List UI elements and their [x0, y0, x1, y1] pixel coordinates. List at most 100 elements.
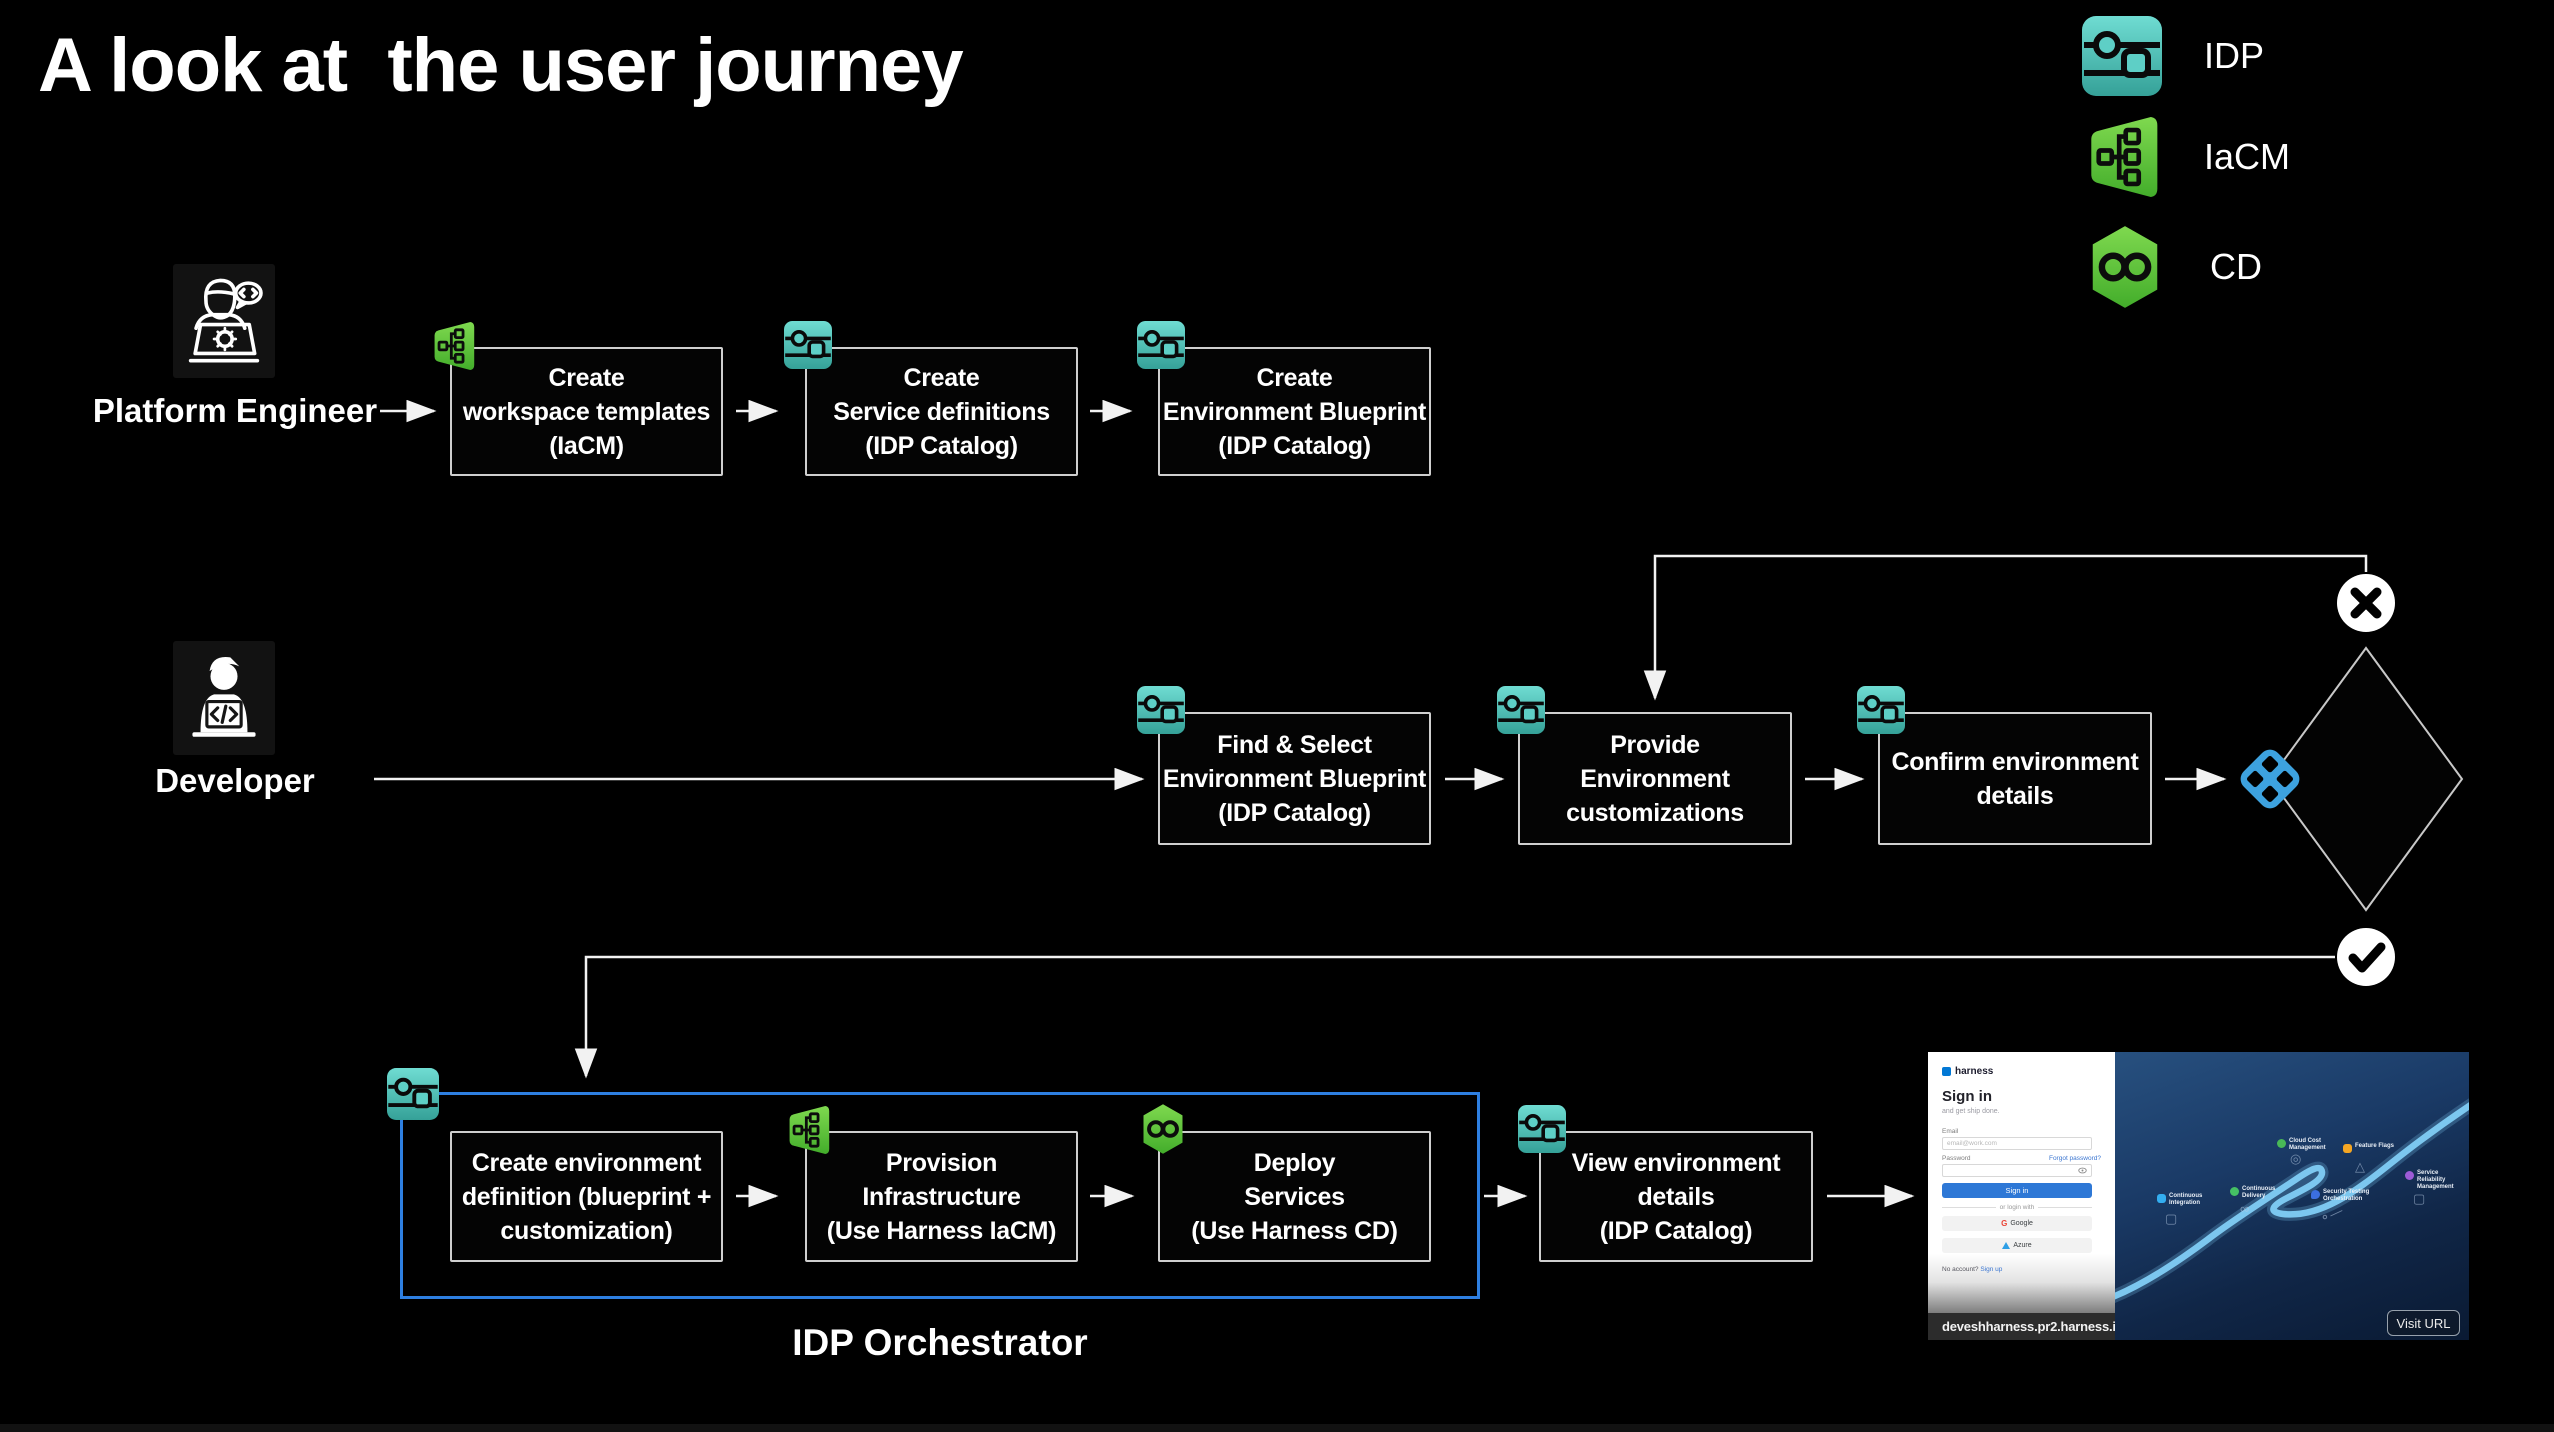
box-line: (IDP Catalog): [1218, 798, 1371, 827]
flow-box-create-workspace-templates: Create workspace templates (IaCM): [450, 347, 723, 476]
legend-label-idp: IDP: [2204, 35, 2265, 76]
signup-link[interactable]: Sign up: [1980, 1266, 2003, 1273]
idp-icon: [2082, 16, 2162, 96]
box-line: (IDP Catalog): [1599, 1216, 1753, 1245]
idp-icon: [1497, 686, 1545, 734]
flow-box-provide-customizations: Provide Environment customizations: [1518, 712, 1792, 845]
feature-cloud-cost-management: Cloud Cost Management: [2277, 1138, 2337, 1152]
email-label: Email: [1942, 1128, 1959, 1135]
feature-label: Service Reliability Management: [2417, 1170, 2454, 1190]
harness-logo-icon: [1942, 1067, 1951, 1076]
developer-label: Developer: [155, 762, 315, 799]
cd-dot-icon: [2230, 1187, 2239, 1196]
box-line: Create: [1256, 363, 1333, 392]
box-line: customizations: [1566, 798, 1744, 827]
email-field[interactable]: email@work.com: [1942, 1137, 2092, 1150]
harness-journey-panel: Continuous Integration ▢ Continuous Deli…: [2115, 1052, 2469, 1340]
box-line: Services: [1244, 1182, 1345, 1211]
box-line: (Use Harness IaCM): [826, 1216, 1057, 1245]
signin-subheading: and get ship done.: [1942, 1108, 2000, 1115]
azure-login-button[interactable]: Azure: [1942, 1238, 2092, 1253]
policy-check-label: Policy check: [2322, 746, 2396, 812]
box-line: (IaCM): [549, 431, 624, 460]
flow-box-create-env-definition: Create environment definition (blueprint…: [450, 1131, 723, 1262]
harness-signin-screenshot: harness Sign in and get ship done. Email…: [1928, 1052, 2469, 1340]
platform-engineer-label: Platform Engineer: [92, 392, 378, 429]
box-line: Find & Select: [1217, 730, 1372, 759]
idp-orchestrator-label: IDP Orchestrator: [792, 1322, 1088, 1363]
google-icon: G: [2001, 1219, 2008, 1228]
box-line: Provision: [885, 1148, 998, 1177]
eye-icon: [2078, 1167, 2087, 1174]
page-title: A look at the user journey: [38, 23, 964, 108]
signin-button-label: Sign in: [2005, 1186, 2029, 1195]
feature-label: Cloud Cost Management: [2289, 1138, 2326, 1151]
url-text: deveshharness.pr2.harness.io: [1942, 1319, 2124, 1334]
policy-line: check: [2322, 781, 2393, 809]
platform-engineer-tile: [173, 264, 275, 378]
flow-box-find-select-blueprint: Find & Select Environment Blueprint (IDP…: [1158, 712, 1431, 845]
developer-tile: [173, 641, 275, 755]
platform-engineer-icon: [188, 278, 263, 363]
infinity-glyph-icon: ∞: [2240, 1201, 2250, 1216]
reject-badge-icon: [2337, 574, 2395, 632]
feature-continuous-integration: Continuous Integration: [2157, 1193, 2217, 1207]
box-line: Service definitions: [833, 397, 1050, 426]
cube-glyph-icon: ▢: [2165, 1211, 2178, 1226]
legend-item-cd: CD: [2082, 224, 2262, 310]
box-line: (IDP Catalog): [1218, 431, 1371, 460]
box-line: details: [1976, 781, 2054, 810]
idp-icon: [1857, 686, 1905, 734]
google-login-button[interactable]: G Google: [1942, 1216, 2092, 1231]
box-line: workspace templates: [462, 397, 711, 426]
visit-url-button[interactable]: Visit URL: [2387, 1310, 2460, 1336]
idp-icon: [387, 1068, 439, 1120]
coin-glyph-icon: ◎: [2290, 1151, 2302, 1166]
feature-service-reliability: Service Reliability Management: [2405, 1170, 2465, 1191]
box-line: View environment: [1571, 1148, 1781, 1177]
email-placeholder: email@work.com: [1947, 1140, 1997, 1147]
legend-label-iacm: IaCM: [2204, 136, 2291, 177]
box-line: Environment: [1580, 764, 1730, 793]
legend-item-idp: IDP: [2082, 16, 2264, 96]
box-line: Create environment: [471, 1148, 702, 1177]
idp-orchestrator-container: [400, 1092, 1480, 1299]
box-line: Deploy: [1253, 1148, 1336, 1177]
bottom-strip: [0, 1424, 2554, 1432]
divider-text: or login with: [1999, 1204, 2035, 1211]
legend-label-cd: CD: [2210, 246, 2262, 287]
idp-icon: [1137, 686, 1185, 734]
box-line: details: [1637, 1182, 1715, 1211]
no-account-label: No account?: [1942, 1266, 1979, 1273]
box-line: Confirm environment: [1891, 747, 2139, 776]
cd-icon: [2082, 224, 2168, 310]
developer-icon: [192, 657, 256, 737]
box-line: Create: [903, 363, 980, 392]
srm-icon: [2405, 1171, 2414, 1180]
url-bar: deveshharness.pr2.harness.io: [1928, 1313, 2124, 1340]
no-account-text: No account? Sign up: [1942, 1266, 2002, 1273]
box-line: Environment Blueprint: [1162, 764, 1427, 793]
forgot-password-link[interactable]: Forgot password?: [2048, 1155, 2101, 1162]
signin-button[interactable]: Sign in: [1942, 1183, 2092, 1198]
box-line: customization): [500, 1216, 673, 1245]
idp-icon: [1518, 1105, 1566, 1153]
policy-line: Policy: [2322, 748, 2396, 776]
flow-box-provision-infrastructure: Provision Infrastructure (Use Harness Ia…: [805, 1131, 1078, 1262]
feature-label: Continuous Integration: [2169, 1193, 2203, 1206]
visit-url-label: Visit URL: [2396, 1315, 2451, 1331]
policy-icon: [2240, 749, 2300, 809]
flow-box-create-service-definitions: Create Service definitions (IDP Catalog): [805, 347, 1078, 476]
box-line: Environment Blueprint: [1162, 397, 1427, 426]
feature-label: Security Testing Orchestration: [2323, 1189, 2370, 1202]
iacm-icon: [429, 319, 477, 373]
password-field[interactable]: [1942, 1164, 2092, 1177]
feature-label: Feature Flags: [2355, 1143, 2395, 1149]
iacm-icon: [784, 1103, 832, 1157]
arrow-policy-reject-loop: [1643, 554, 2368, 701]
azure-icon: [2002, 1242, 2011, 1249]
box-line: (Use Harness CD): [1191, 1216, 1398, 1245]
password-label: Password: [1942, 1155, 1971, 1162]
flow-box-create-environment-blueprint: Create Environment Blueprint (IDP Catalo…: [1158, 347, 1431, 476]
